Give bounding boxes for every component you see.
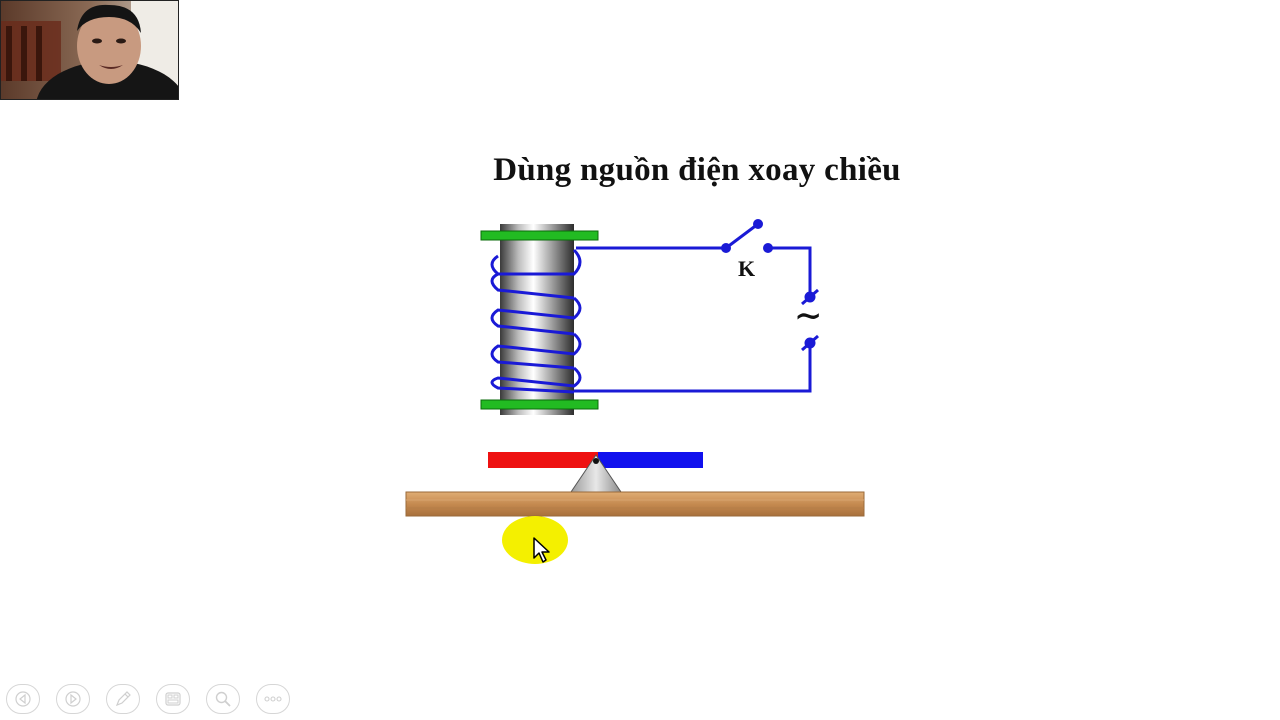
- pen-button[interactable]: [106, 684, 140, 714]
- wooden-table: [405, 491, 865, 517]
- zoom-icon: [215, 691, 231, 707]
- slide-title: Dùng nguồn điện xoay chiều: [493, 152, 901, 188]
- pivot-pin: [593, 458, 599, 464]
- next-icon: [65, 691, 81, 707]
- coil-top-plate: [480, 230, 599, 241]
- iron-core: [500, 224, 574, 415]
- see-all-slides-button[interactable]: [156, 684, 190, 714]
- coil-winding: [490, 248, 582, 394]
- presenter-video: [1, 1, 178, 99]
- more-options-icon: [264, 696, 282, 702]
- slides-grid-icon: [165, 692, 181, 706]
- previous-slide-button[interactable]: [6, 684, 40, 714]
- previous-icon: [15, 691, 31, 707]
- presentation-toolbar: [6, 684, 290, 714]
- switch-label: K: [738, 256, 756, 281]
- ac-source-symbol: ∼: [794, 296, 823, 336]
- magnet-south-pole: [598, 452, 703, 468]
- webcam-overlay: [0, 0, 179, 100]
- mouse-cursor-icon: [533, 537, 550, 563]
- magnet-north-pole: [488, 452, 598, 468]
- switch-k: [721, 219, 773, 253]
- next-slide-button[interactable]: [56, 684, 90, 714]
- zoom-button[interactable]: [206, 684, 240, 714]
- circuit-wire: [574, 246, 812, 393]
- ac-source-terminals: [801, 288, 819, 352]
- pen-icon: [115, 691, 131, 707]
- coil-bottom-plate: [480, 399, 599, 410]
- more-options-button[interactable]: [256, 684, 290, 714]
